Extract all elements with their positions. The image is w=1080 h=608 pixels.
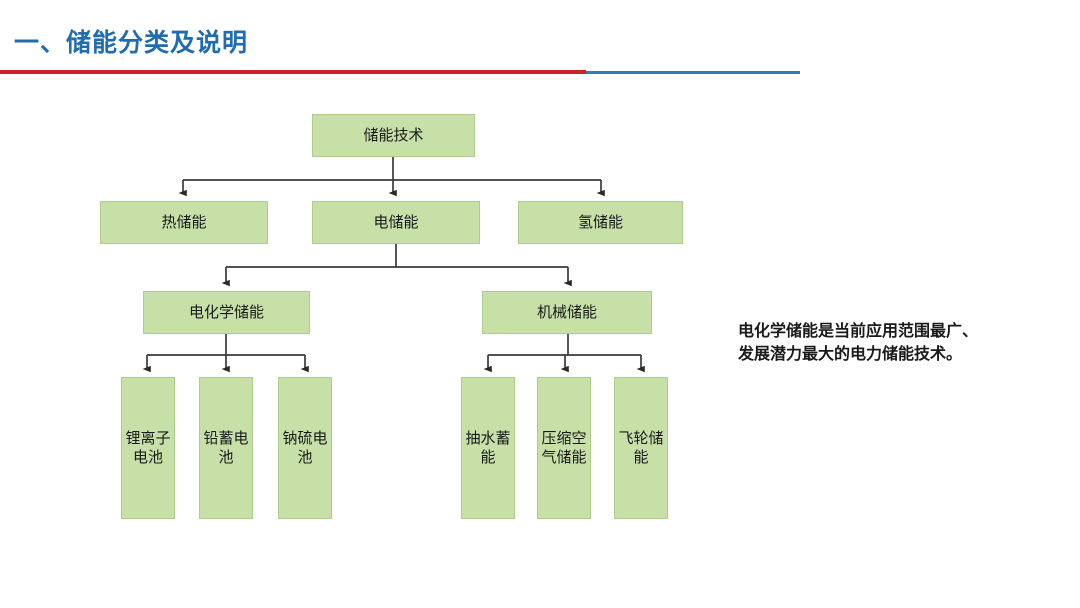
node-flywheel-storage[interactable]: 飞轮储能 (614, 377, 668, 519)
node-hydrogen-storage[interactable]: 氢储能 (518, 201, 683, 244)
page-title: 一、储能分类及说明 (14, 29, 249, 57)
side-note-line-2: 发展潜力最大的电力储能技术。 (738, 346, 963, 364)
node-electrochemical-storage[interactable]: 电化学储能 (143, 291, 310, 334)
node-pumped-hydro-storage[interactable]: 抽水蓄能 (461, 377, 515, 519)
side-note-line-1: 电化学储能是当前应用范围最广、 (738, 323, 979, 340)
node-mechanical-storage[interactable]: 机械储能 (482, 291, 652, 334)
node-lead-acid-battery[interactable]: 铅蓄电池 (199, 377, 253, 519)
node-thermal-storage[interactable]: 热储能 (100, 201, 268, 244)
header-rule-blue (586, 71, 800, 74)
node-sodium-sulfur-battery[interactable]: 钠硫电池 (278, 377, 332, 519)
node-electric-storage[interactable]: 电储能 (312, 201, 480, 244)
node-lithium-ion-battery[interactable]: 锂离子电池 (121, 377, 175, 519)
header-rule-red (0, 70, 586, 74)
node-storage-technology[interactable]: 储能技术 (312, 114, 475, 157)
side-note: 电化学储能是当前应用范围最广、 发展潜力最大的电力储能技术。 (738, 320, 1038, 366)
node-compressed-air-storage[interactable]: 压缩空气储能 (537, 377, 591, 519)
